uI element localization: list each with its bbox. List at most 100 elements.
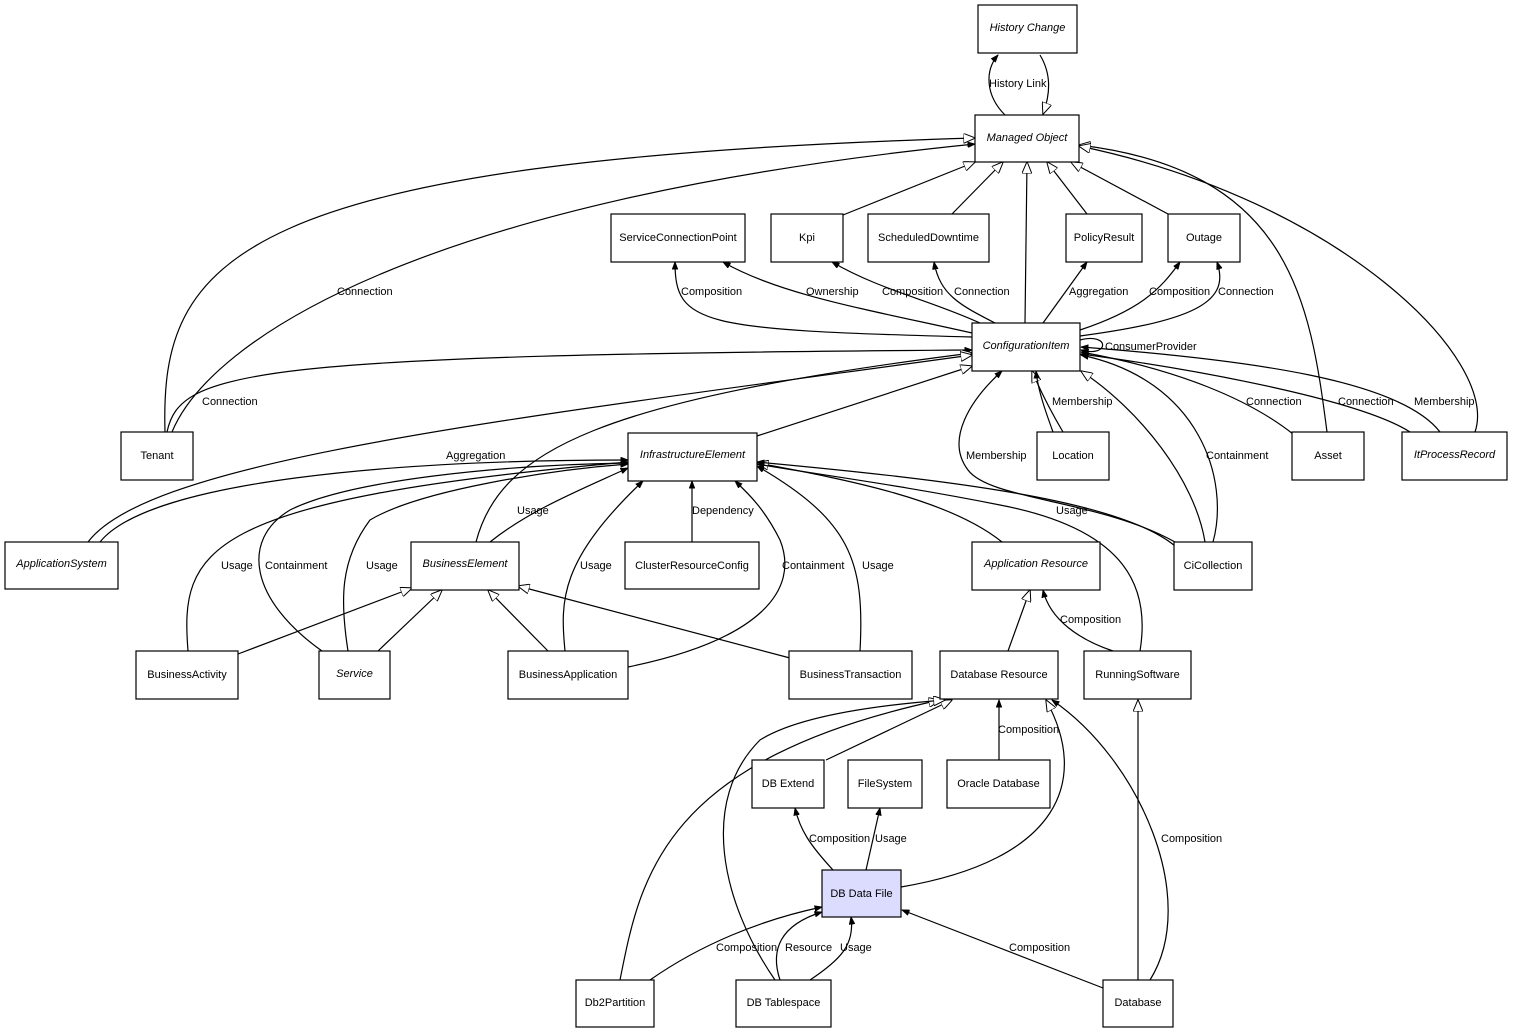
edge-ddf-extend-composition [795,808,834,871]
class-label: RunningSoftware [1095,669,1179,681]
class-label: DB Data File [830,888,892,900]
class-db-tablespace[interactable]: DB Tablespace [735,979,832,1028]
edge-db-dbr-composition [1052,700,1169,981]
edge-policy-to-managed [1047,162,1088,215]
class-kpi[interactable]: Kpi [770,213,844,263]
label-consumer-provider: ConsumerProvider [1105,341,1197,353]
class-label: PolicyResult [1074,232,1135,244]
edge-bapp-to-be [488,590,549,652]
class-label: History Change [990,22,1066,34]
label-ts-ddf-usage: Usage [840,942,872,954]
class-business-activity[interactable]: BusinessActivity [135,650,239,700]
edge-ba-ie-usage [186,462,628,652]
edge-tenant-to-managed [164,138,975,433]
class-service[interactable]: Service [318,650,391,700]
class-label: CiCollection [1184,560,1243,572]
edge-ddf-fs-usage [865,808,880,871]
label-db2-ddf-composition: Composition [716,942,777,954]
edge-svc-ie-containment [258,463,628,652]
class-service-connection-point[interactable]: ServiceConnectionPoint [610,213,746,263]
label-rs-ar-composition: Composition [1060,614,1121,626]
edge-extend-to-dbr [825,700,952,761]
edge-location-membership [1036,371,1054,433]
class-infrastructure-element[interactable]: InfrastructureElement [627,432,758,482]
class-tenant[interactable]: Tenant [120,431,194,481]
class-ci-collection[interactable]: CiCollection [1173,541,1253,591]
class-oracle-database[interactable]: Oracle Database [946,759,1051,809]
nodes: History Change Managed Object ServiceCon… [4,4,1508,1028]
edge-labels: History Link Connection Composition Owne… [202,78,1475,954]
edge-appsys-ie-aggregation [99,460,628,543]
class-db2-partition[interactable]: Db2Partition [575,979,655,1028]
edge-svc-ie-usage [342,464,628,652]
edge-db2-to-dbr [619,700,940,981]
edge-be-to-ci [475,353,972,543]
class-business-transaction[interactable]: BusinessTransaction [788,650,913,700]
edge-dbr-to-ar [1007,590,1030,652]
edge-rs-ar-composition [1043,590,1114,652]
class-application-system[interactable]: ApplicationSystem [4,541,119,590]
edge-cicoll-ci-membership [958,371,1176,543]
label-cicoll-ie-usage: Usage [1056,505,1088,517]
class-label: Kpi [799,232,815,244]
class-outage[interactable]: Outage [1167,213,1241,263]
edge-history-link-to-managed [1039,54,1049,114]
edge-scheduled-to-managed [951,162,1003,215]
class-label: FileSystem [858,778,912,790]
label-ddf-fs-usage: Usage [875,833,907,845]
class-business-element[interactable]: BusinessElement [410,541,520,591]
edge-bt-to-be [518,586,791,659]
edge-bapp-ie-containment [627,481,786,668]
class-label: ScheduledDowntime [878,232,979,244]
edge-itpr-connection [1081,354,1411,433]
label-ddf-extend-composition: Composition [809,833,870,845]
class-business-application[interactable]: BusinessApplication [507,650,629,700]
edge-ba-to-be [237,588,412,655]
label-itpr-connection: Connection [1338,396,1394,408]
class-scheduled-downtime[interactable]: ScheduledDowntime [867,213,990,263]
edge-db2-ddf-composition [649,907,822,981]
edge-appsys-to-ci [87,355,972,543]
edge-db-ddf-composition [902,909,1104,989]
class-application-resource[interactable]: Application Resource [971,541,1101,591]
edge-history-link-to-history [988,55,1006,116]
class-label: ServiceConnectionPoint [619,232,736,244]
class-label: DB Tablespace [747,997,821,1009]
class-managed-object[interactable]: Managed Object [974,114,1080,163]
class-policy-result[interactable]: PolicyResult [1065,213,1143,263]
label-ci-pr-aggregation: Aggregation [1069,286,1128,298]
edge-tenant-managed-connection [171,144,975,433]
edge-ie-to-ci [756,366,972,437]
label-ci-kpi-ownership: Ownership [806,286,859,298]
label-tenant-ci-connection: Connection [202,396,258,408]
label-bt-ie-usage: Usage [862,560,894,572]
class-it-process-record[interactable]: ItProcessRecord [1401,431,1508,481]
class-running-software[interactable]: RunningSoftware [1083,650,1192,700]
class-label: BusinessActivity [147,669,227,681]
edge-ci-scp-composition [675,262,973,338]
edge-ts-to-dbr [722,700,945,981]
class-configuration-item[interactable]: ConfigurationItem [971,322,1081,372]
edge-cicoll-ci-containment [1081,355,1218,543]
class-location[interactable]: Location [1036,431,1110,481]
class-file-system[interactable]: FileSystem [847,759,923,809]
edge-consumer-provider [1080,337,1104,351]
label-bapp-ie-containment: Containment [782,560,844,572]
class-db-extend[interactable]: DB Extend [751,759,825,809]
class-label: BusinessElement [423,558,509,570]
class-cluster-resource-config[interactable]: ClusterResourceConfig [624,541,760,590]
class-database-resource[interactable]: Database Resource [939,650,1059,700]
class-label: Database Resource [950,669,1047,681]
class-label: Outage [1186,232,1222,244]
class-history-change[interactable]: History Change [977,4,1078,54]
label-ts-ddf-resource: Resource [785,942,832,954]
class-label: ItProcessRecord [1414,449,1496,461]
edge-kpi-to-managed [842,162,975,216]
class-db-data-file[interactable]: DB Data File [821,869,902,918]
label-ba-ie-usage: Usage [221,560,253,572]
class-database[interactable]: Database [1102,979,1174,1028]
class-asset[interactable]: Asset [1291,431,1365,481]
label-ci-sd-connection: Connection [954,286,1010,298]
class-label: Asset [1314,450,1342,462]
